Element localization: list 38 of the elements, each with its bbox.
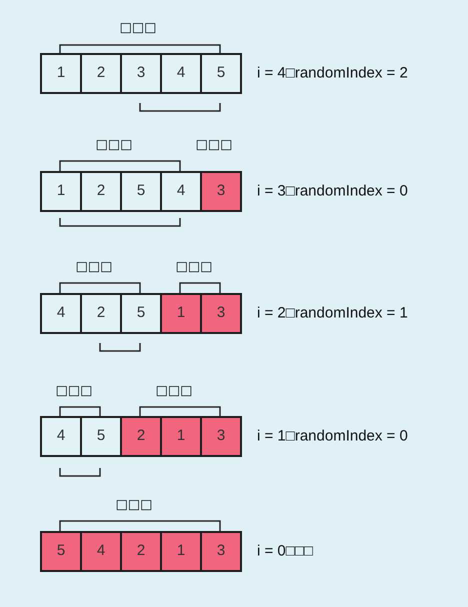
array-cell: 2: [80, 171, 120, 212]
group-label: □□□: [56, 384, 92, 398]
array-cell: 2: [80, 293, 120, 334]
group-label: □□□: [196, 138, 232, 152]
array-cell: 3: [200, 171, 242, 212]
group-label: □□□: [120, 22, 156, 34]
array-cell: 4: [80, 531, 120, 572]
array-cell: 2: [80, 53, 120, 94]
array-cell: 2: [120, 416, 160, 457]
array-cell: 1: [160, 416, 200, 457]
step-caption: i = 3□randomIndex = 0: [257, 184, 408, 198]
array-cell: 4: [160, 171, 200, 212]
group-label: □□□: [96, 138, 132, 152]
array-cell: 3: [200, 293, 242, 334]
array-cell: 3: [200, 416, 242, 457]
array-cell: 5: [40, 531, 80, 572]
array-cell: 3: [200, 531, 242, 572]
array-cell: 1: [160, 293, 200, 334]
array-cell: 4: [40, 416, 80, 457]
step-caption: i = 1□randomIndex = 0: [257, 428, 408, 444]
array-cell: 5: [200, 53, 242, 94]
group-label: □□□: [76, 260, 112, 274]
array-cell: 3: [120, 53, 160, 94]
array-cell: 2: [120, 531, 160, 572]
array-cell: 5: [120, 171, 160, 212]
array-cell: 1: [40, 53, 80, 94]
array-cell: 5: [120, 293, 160, 334]
step-caption: i = 4□randomIndex = 2: [257, 66, 408, 80]
step-caption: i = 2□randomIndex = 1: [257, 306, 408, 320]
group-label: □□□: [116, 498, 152, 512]
step-caption: i = 0□□□: [257, 544, 313, 558]
array-cell: 4: [160, 53, 200, 94]
group-label: □□□: [176, 260, 212, 274]
array-cell: 1: [40, 171, 80, 212]
array-cell: 4: [40, 293, 80, 334]
array-cell: 1: [160, 531, 200, 572]
group-label: □□□: [156, 384, 192, 398]
array-cell: 5: [80, 416, 120, 457]
